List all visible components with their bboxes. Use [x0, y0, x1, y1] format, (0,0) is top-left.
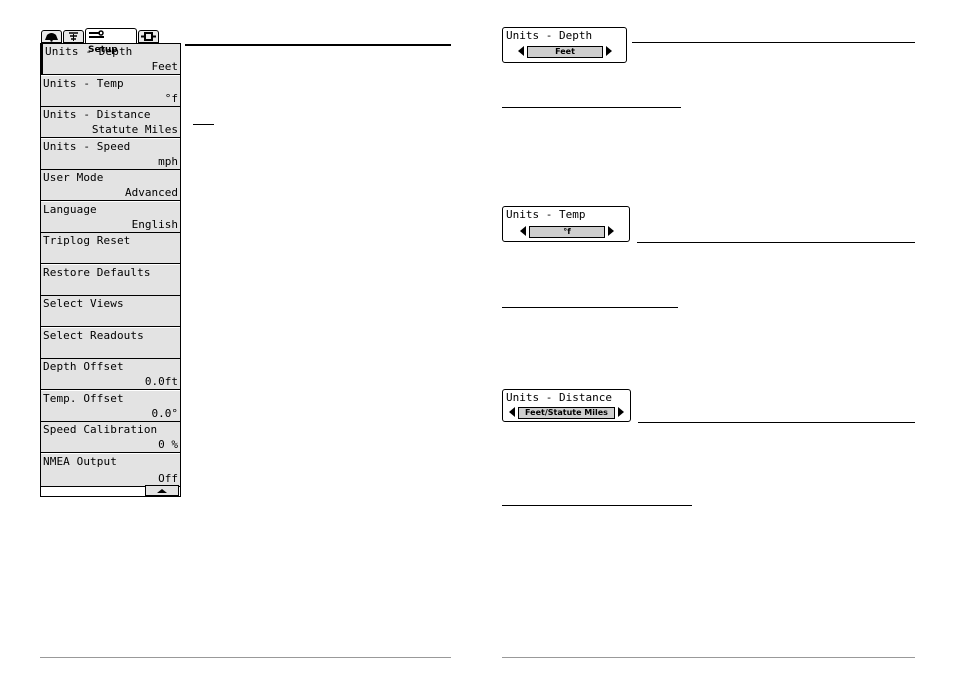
- units-depth-menu-box: Units - Depth Feet: [502, 27, 627, 63]
- left-arrow-icon[interactable]: [520, 226, 526, 236]
- footer-rule: [40, 657, 451, 658]
- menu-item-value: 0.0°: [151, 407, 179, 420]
- menu-box-value: Feet/Statute Miles: [518, 407, 615, 419]
- menu-item-value: mph: [158, 155, 178, 168]
- menu-item-units-speed[interactable]: Units - Speed mph: [41, 139, 180, 170]
- tab-alarms[interactable]: [41, 30, 62, 43]
- menu-item-nmea-output[interactable]: NMEA Output Off: [41, 454, 180, 487]
- tab-sonar[interactable]: [63, 30, 84, 43]
- menu-item-label: User Mode: [43, 171, 104, 184]
- setup-menu: Units - Depth Feet Units - Temp °f Units…: [40, 43, 181, 497]
- menu-item-speed-calibration[interactable]: Speed Calibration 0 %: [41, 422, 180, 453]
- menu-item-triplog-reset[interactable]: Triplog Reset: [41, 233, 180, 264]
- menu-item-label: Depth Offset: [43, 360, 124, 373]
- menu-item-label: Units - Depth: [45, 45, 132, 58]
- menu-item-value: °f: [164, 92, 178, 105]
- left-arrow-icon[interactable]: [518, 46, 524, 56]
- rule: [502, 107, 681, 108]
- menu-item-depth-offset[interactable]: Depth Offset 0.0ft: [41, 359, 180, 390]
- menu-item-temp-offset[interactable]: Temp. Offset 0.0°: [41, 391, 180, 422]
- right-arrow-icon[interactable]: [606, 46, 612, 56]
- units-distance-menu-box: Units - Distance Feet/Statute Miles: [502, 389, 631, 422]
- menu-item-value: 0 %: [158, 438, 178, 451]
- right-arrow-icon[interactable]: [618, 407, 624, 417]
- menu-item-label: Speed Calibration: [43, 423, 158, 436]
- accessory-icon: [141, 32, 156, 41]
- footer-rule: [502, 657, 915, 658]
- rule: [502, 307, 678, 308]
- menu-item-label: Units - Speed: [43, 140, 131, 153]
- menu-item-units-depth[interactable]: Units - Depth Feet: [41, 44, 180, 75]
- menu-item-value: Feet: [151, 60, 179, 73]
- menu-item-label: Units - Temp: [43, 77, 124, 90]
- rule: [502, 505, 692, 506]
- menu-item-units-distance[interactable]: Units - Distance Statute Miles: [41, 107, 180, 138]
- menu-item-restore-defaults[interactable]: Restore Defaults: [41, 265, 180, 296]
- tab-accessories[interactable]: [138, 30, 159, 43]
- menu-item-label: Units - Distance: [43, 108, 151, 121]
- wrench-icon: [89, 29, 104, 38]
- menu-item-label: Select Views: [43, 297, 124, 310]
- scroll-up-button[interactable]: [145, 485, 179, 496]
- menu-item-units-temp[interactable]: Units - Temp °f: [41, 76, 180, 107]
- menu-item-value: English: [131, 218, 178, 231]
- menu-item-select-readouts[interactable]: Select Readouts: [41, 328, 180, 359]
- menu-item-label: Select Readouts: [43, 329, 144, 342]
- rule: [185, 44, 451, 46]
- alarm-icon: [45, 33, 58, 42]
- rule: [632, 42, 915, 43]
- menu-box-value: °f: [529, 226, 605, 238]
- left-arrow-icon[interactable]: [509, 407, 515, 417]
- rule: [638, 422, 915, 423]
- menu-item-value: Statute Miles: [91, 123, 178, 136]
- menu-item-select-views[interactable]: Select Views: [41, 296, 180, 327]
- menu-item-label: Triplog Reset: [43, 234, 131, 247]
- menu-box-title: Units - Depth: [506, 29, 593, 42]
- menu-item-user-mode[interactable]: User Mode Advanced: [41, 170, 180, 201]
- menu-item-label: Temp. Offset: [43, 392, 124, 405]
- sonar-icon: [69, 32, 78, 41]
- tab-setup-label: Setup: [88, 45, 118, 55]
- rule: [637, 242, 915, 243]
- menu-item-label: NMEA Output: [43, 455, 117, 468]
- right-arrow-icon[interactable]: [608, 226, 614, 236]
- chevron-up-icon: [157, 489, 167, 493]
- menu-item-label: Language: [43, 203, 97, 216]
- menu-box-value: Feet: [527, 46, 603, 58]
- menu-item-value: Off: [158, 472, 178, 485]
- menu-item-label: Restore Defaults: [43, 266, 151, 279]
- rule: [193, 124, 214, 125]
- menu-item-value: 0.0ft: [144, 375, 178, 388]
- menu-item-language[interactable]: Language English: [41, 202, 180, 233]
- units-temp-menu-box: Units - Temp °f: [502, 206, 630, 242]
- menu-box-title: Units - Temp: [506, 208, 586, 221]
- menu-box-title: Units - Distance: [506, 391, 612, 404]
- tab-setup[interactable]: Setup: [85, 28, 137, 55]
- menu-item-value: Advanced: [125, 186, 178, 199]
